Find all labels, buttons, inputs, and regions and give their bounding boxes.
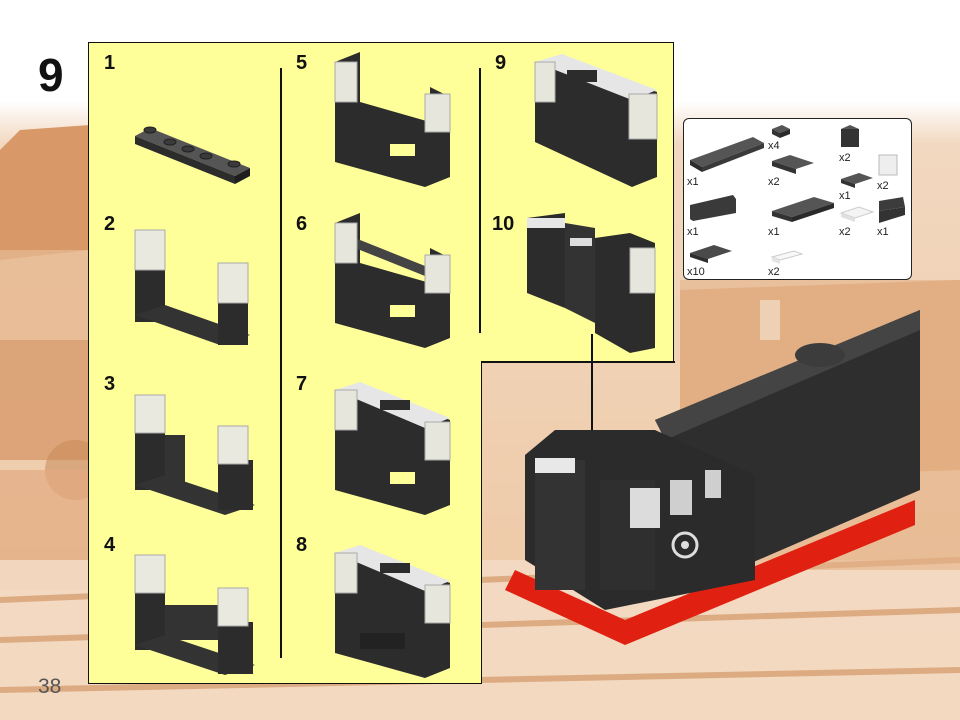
substep-8-model	[334, 545, 451, 678]
panel-edge	[481, 361, 675, 363]
part-qty: x1	[768, 226, 780, 238]
part-qty: x1	[877, 226, 889, 238]
substep-label: 6	[296, 213, 308, 235]
plate-1x2-clear-part	[839, 206, 875, 222]
part-qty: x2	[768, 266, 780, 278]
substep-9-model	[534, 54, 658, 187]
part-qty: x2	[768, 176, 780, 188]
part-qty: x1	[687, 176, 699, 188]
substep-label: 5	[296, 52, 308, 74]
substep-label: 10	[492, 213, 515, 235]
substep-1-model	[135, 126, 250, 184]
slope-panel-part	[879, 197, 905, 223]
column-divider	[479, 68, 481, 333]
substep-10-model	[527, 213, 656, 353]
brick-1x1-stud-side-part	[841, 125, 859, 147]
parts-list-callout: x1 x4 x2 x2 x2 x1 x1 x1 x2 x1 x10 x2	[683, 118, 912, 280]
tile-2x2-part	[690, 245, 732, 263]
substep-label: 3	[104, 373, 116, 395]
column-divider	[280, 68, 282, 658]
brick-1x1-clear-part	[878, 154, 898, 176]
plate-2x4-part	[772, 197, 834, 222]
substep-3-model	[134, 394, 255, 515]
plate-1x6-part	[690, 137, 764, 172]
part-qty: x2	[839, 152, 851, 164]
substep-label: 8	[296, 534, 308, 556]
substep-4-model	[134, 554, 255, 675]
part-qty: x1	[687, 226, 699, 238]
substep-label: 2	[104, 213, 116, 235]
substep-7-model	[334, 382, 451, 515]
tile-1x4-clear-part	[770, 250, 804, 264]
part-qty: x4	[768, 140, 780, 152]
locomotive-model	[505, 310, 920, 645]
part-qty: x2	[877, 180, 889, 192]
page-number: 38	[38, 675, 62, 698]
substep-label: 1	[104, 52, 116, 74]
substep-5-model	[334, 52, 451, 187]
substep-2-model	[134, 229, 250, 345]
plate-2x2-corner-part	[772, 155, 814, 174]
part-qty: x10	[687, 266, 705, 278]
part-qty: x1	[839, 190, 851, 202]
substep-label: 4	[104, 534, 116, 556]
plate-1x1-part	[772, 125, 790, 138]
substep-6-model	[334, 213, 451, 348]
substep-label: 7	[296, 373, 308, 395]
bracket-1x4-part	[690, 195, 736, 221]
substep-label: 9	[495, 52, 507, 74]
part-qty: x2	[839, 226, 851, 238]
plate-1x2-jumper-part	[841, 173, 873, 188]
step-number: 9	[38, 49, 64, 101]
assembly-arrow-line	[591, 334, 593, 460]
